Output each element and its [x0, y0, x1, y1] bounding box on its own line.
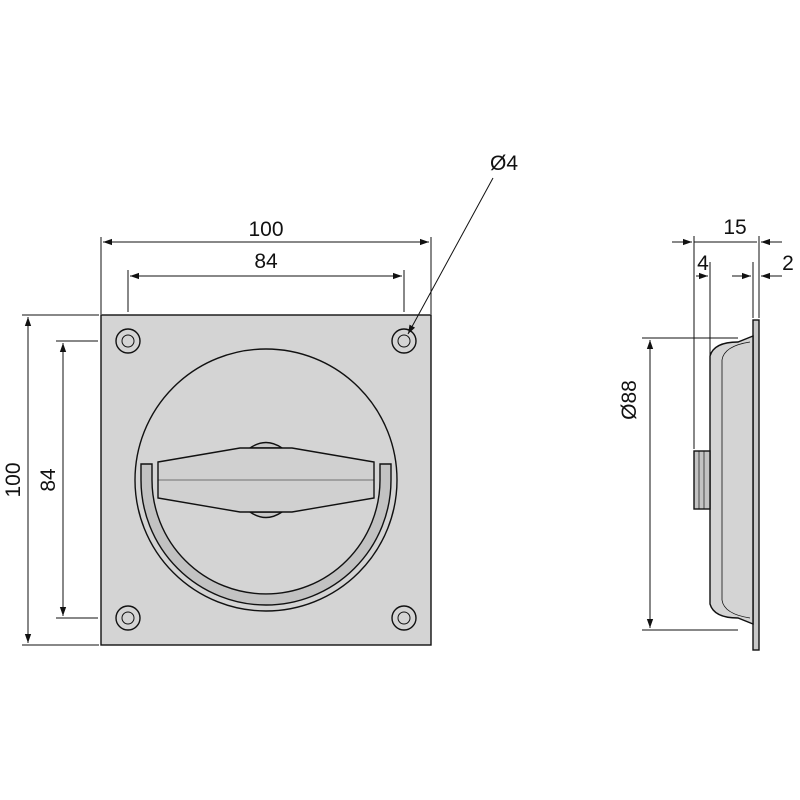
dim-flange-thickness-label: 2: [782, 252, 794, 275]
dim-total-depth-label: 15: [723, 216, 746, 239]
side-flange: [752, 319, 760, 651]
dim-plate-width: 100: [100, 218, 432, 314]
screw-hole-top-right: [391, 328, 417, 354]
dim-recess-diameter-label: Ø88: [618, 380, 641, 420]
dim-hole-spacing-height: 84: [37, 340, 98, 619]
dim-recess-offset: 4: [696, 252, 711, 448]
front-view: 100 84 100 84 Ø4: [2, 152, 518, 646]
dim-hole-spacing-width: 84: [127, 250, 405, 312]
dim-flange-thickness: 2: [732, 252, 794, 318]
side-view: 15 4 2 Ø88: [618, 216, 794, 651]
dim-plate-height: 100: [2, 314, 99, 646]
dim-plate-width-label: 100: [248, 218, 283, 241]
dim-recess-diameter: Ø88: [618, 337, 738, 631]
dim-hole-diameter: Ø4: [407, 152, 518, 335]
dim-hole-spacing-width-label: 84: [254, 250, 278, 273]
screw-hole-bottom-left: [115, 605, 141, 631]
side-knob: [693, 450, 711, 510]
dim-plate-height-label: 100: [2, 462, 25, 497]
dim-hole-diameter-label: Ø4: [490, 152, 518, 175]
dim-hole-spacing-height-label: 84: [37, 468, 60, 492]
side-recess-body: [709, 334, 754, 626]
screw-hole-bottom-right: [391, 605, 417, 631]
dim-recess-offset-label: 4: [697, 252, 709, 275]
dim-total-depth: 15: [672, 216, 782, 449]
screw-hole-top-left: [115, 328, 141, 354]
folding-ring: [140, 463, 392, 606]
